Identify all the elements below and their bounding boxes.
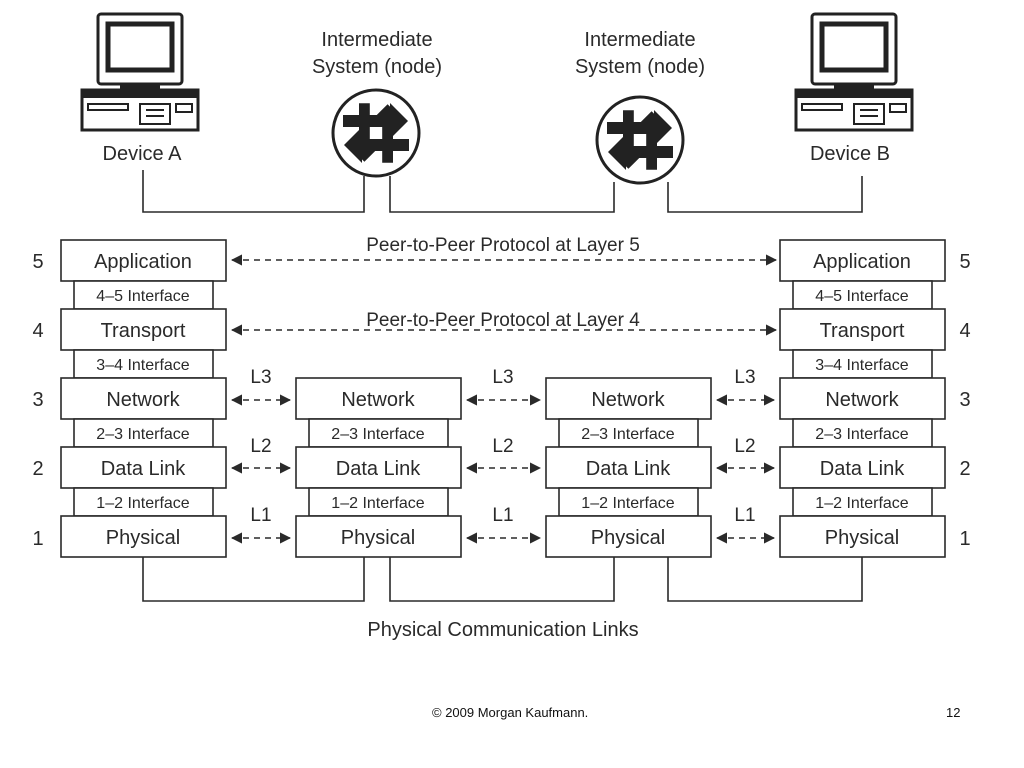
- hop-label-l3: L3: [492, 367, 513, 388]
- layer-box-data-link: [545, 446, 712, 489]
- hop-label-l1: L1: [250, 505, 271, 526]
- node2-stack: Network 2–3 Interface Data Link 1–2 Inte…: [545, 377, 712, 558]
- interface-label-2-3: 2–3 Interface: [331, 426, 425, 443]
- layer-label-network: Network: [825, 389, 899, 411]
- interface-box-1-2: [308, 487, 449, 517]
- layer-label-network: Network: [106, 389, 180, 411]
- node1-stack: Network 2–3 Interface Data Link 1–2 Inte…: [295, 377, 462, 558]
- interface-box-1-2: [792, 487, 933, 517]
- physical-links-label: Physical Communication Links: [367, 619, 638, 641]
- layer-number-left-3: 3: [32, 389, 43, 411]
- layer-number-right-5: 5: [959, 251, 970, 273]
- layer-label-transport: Transport: [101, 320, 186, 342]
- layer-box-network: [545, 377, 712, 420]
- hop-label-l1: L1: [734, 505, 755, 526]
- layer-label-physical: Physical: [825, 527, 899, 549]
- layer-label-physical: Physical: [106, 527, 180, 549]
- layer-label-physical: Physical: [341, 527, 415, 549]
- link-device-a-node1: [142, 170, 365, 213]
- interface-box-4-5: [792, 280, 933, 310]
- device-a-stack: Application 4–5 Interface Transport 3–4 …: [60, 239, 227, 558]
- peer-protocol-layer4-label: Peer-to-Peer Protocol at Layer 4: [366, 310, 640, 331]
- interface-label-1-2: 1–2 Interface: [815, 495, 909, 512]
- interface-label-2-3: 2–3 Interface: [581, 426, 675, 443]
- interface-label-4-5: 4–5 Interface: [815, 288, 909, 305]
- node2-router-icon: [595, 95, 685, 185]
- device-b-stack: Application 4–5 Interface Transport 3–4 …: [779, 239, 946, 558]
- node2-label-line1: Intermediate: [584, 29, 695, 51]
- node1-router-icon: [331, 88, 421, 178]
- hop-label-l2: L2: [250, 436, 271, 457]
- layer-box-network: [779, 377, 946, 420]
- device-b-label: Device B: [810, 143, 890, 165]
- interface-box-2-3: [792, 418, 933, 448]
- layer-number-right-4: 4: [959, 320, 970, 342]
- physical-link-node2-b: [667, 557, 863, 602]
- node2-label-line2: System (node): [575, 56, 705, 78]
- layer-box-transport: [779, 308, 946, 351]
- node1-label-line2: System (node): [312, 56, 442, 78]
- layer-number-left-2: 2: [32, 458, 43, 480]
- layer-box-transport: [60, 308, 227, 351]
- layer-label-application: Application: [813, 251, 911, 273]
- interface-label-1-2: 1–2 Interface: [581, 495, 675, 512]
- interface-box-2-3: [308, 418, 449, 448]
- interface-box-2-3: [73, 418, 214, 448]
- hop-label-l1: L1: [492, 505, 513, 526]
- layer-box-physical: [295, 515, 462, 558]
- hop-label-l3: L3: [734, 367, 755, 388]
- layer-label-data-link: Data Link: [101, 458, 186, 480]
- layer-label-data-link: Data Link: [586, 458, 671, 480]
- physical-link-node1-node2: [389, 557, 615, 602]
- interface-label-3-4: 3–4 Interface: [815, 357, 909, 374]
- layer-number-left-1: 1: [32, 528, 43, 550]
- device-a-label: Device A: [103, 143, 183, 165]
- layer-label-data-link: Data Link: [336, 458, 421, 480]
- layer-number-right-1: 1: [959, 528, 970, 550]
- interface-label-1-2: 1–2 Interface: [96, 495, 190, 512]
- layer-label-data-link: Data Link: [820, 458, 905, 480]
- hop-label-l2: L2: [734, 436, 755, 457]
- layer-label-application: Application: [94, 251, 192, 273]
- layer-number-left-4: 4: [32, 320, 43, 342]
- node1-label-line1: Intermediate: [321, 29, 432, 51]
- interface-label-4-5: 4–5 Interface: [96, 288, 190, 305]
- layer-label-network: Network: [591, 389, 665, 411]
- layer-label-physical: Physical: [591, 527, 665, 549]
- layer-label-network: Network: [341, 389, 415, 411]
- interface-box-3-4: [73, 349, 214, 379]
- device-a-computer-icon: [82, 14, 198, 130]
- layer-label-transport: Transport: [820, 320, 905, 342]
- layer-box-data-link: [60, 446, 227, 489]
- physical-link-a-node1: [142, 557, 365, 602]
- device-b-computer-icon: [796, 14, 912, 130]
- interface-label-3-4: 3–4 Interface: [96, 357, 190, 374]
- interface-box-1-2: [73, 487, 214, 517]
- link-node2-device-b: [667, 176, 863, 213]
- copyright-text: © 2009 Morgan Kaufmann.: [432, 705, 589, 720]
- interface-box-1-2: [558, 487, 699, 517]
- link-node1-node2: [389, 176, 615, 213]
- layer-number-right-3: 3: [959, 389, 970, 411]
- layer-box-physical: [60, 515, 227, 558]
- layer-number-left-5: 5: [32, 251, 43, 273]
- hop-label-l3: L3: [250, 367, 271, 388]
- hop-label-l2: L2: [492, 436, 513, 457]
- peer-protocol-layer5-label: Peer-to-Peer Protocol at Layer 5: [366, 235, 640, 256]
- interface-label-2-3: 2–3 Interface: [96, 426, 190, 443]
- interface-label-1-2: 1–2 Interface: [331, 495, 425, 512]
- layer-box-data-link: [779, 446, 946, 489]
- interface-label-2-3: 2–3 Interface: [815, 426, 909, 443]
- page-number: 12: [946, 705, 961, 720]
- layer-box-physical: [545, 515, 712, 558]
- layer-number-right-2: 2: [959, 458, 970, 480]
